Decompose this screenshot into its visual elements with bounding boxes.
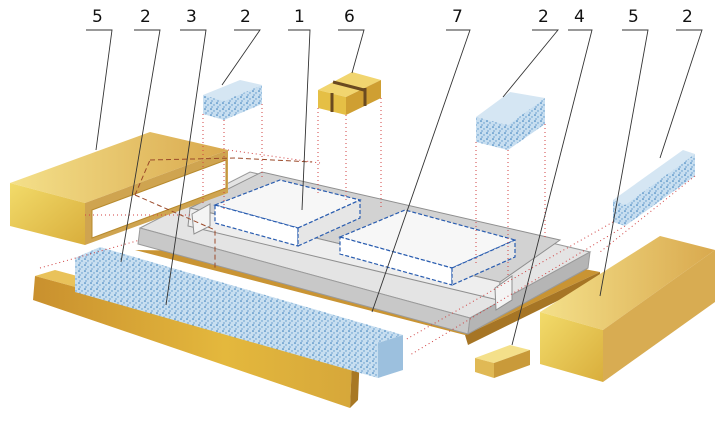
parcel-part-6 [318,72,381,115]
callout-2-top-right: 2 [538,7,549,27]
corner-box-part-5-right [540,236,715,382]
hidden-outline [134,157,313,268]
callout-6: 6 [344,7,355,27]
callout-2-right: 2 [682,7,693,27]
callout-1: 1 [294,7,305,27]
foam-block-top-right [476,92,545,150]
contents-part-1 [213,179,517,286]
callout-2-foam-long: 2 [140,7,151,27]
small-box-part-4 [475,345,530,378]
foam-block-right [613,150,695,226]
corner-box-part-5-left [10,132,228,245]
callout-5-left: 5 [92,7,103,27]
callout-7: 7 [452,7,463,27]
leader-lines [86,29,703,346]
callout-2-top-left: 2 [240,7,251,27]
callout-5-right: 5 [628,7,639,27]
foam-block-top-left [203,80,262,120]
foam-bar-part-2-long [75,247,403,378]
callout-4: 4 [574,7,585,27]
callout-3: 3 [186,7,197,27]
alignment-guides [39,98,696,356]
